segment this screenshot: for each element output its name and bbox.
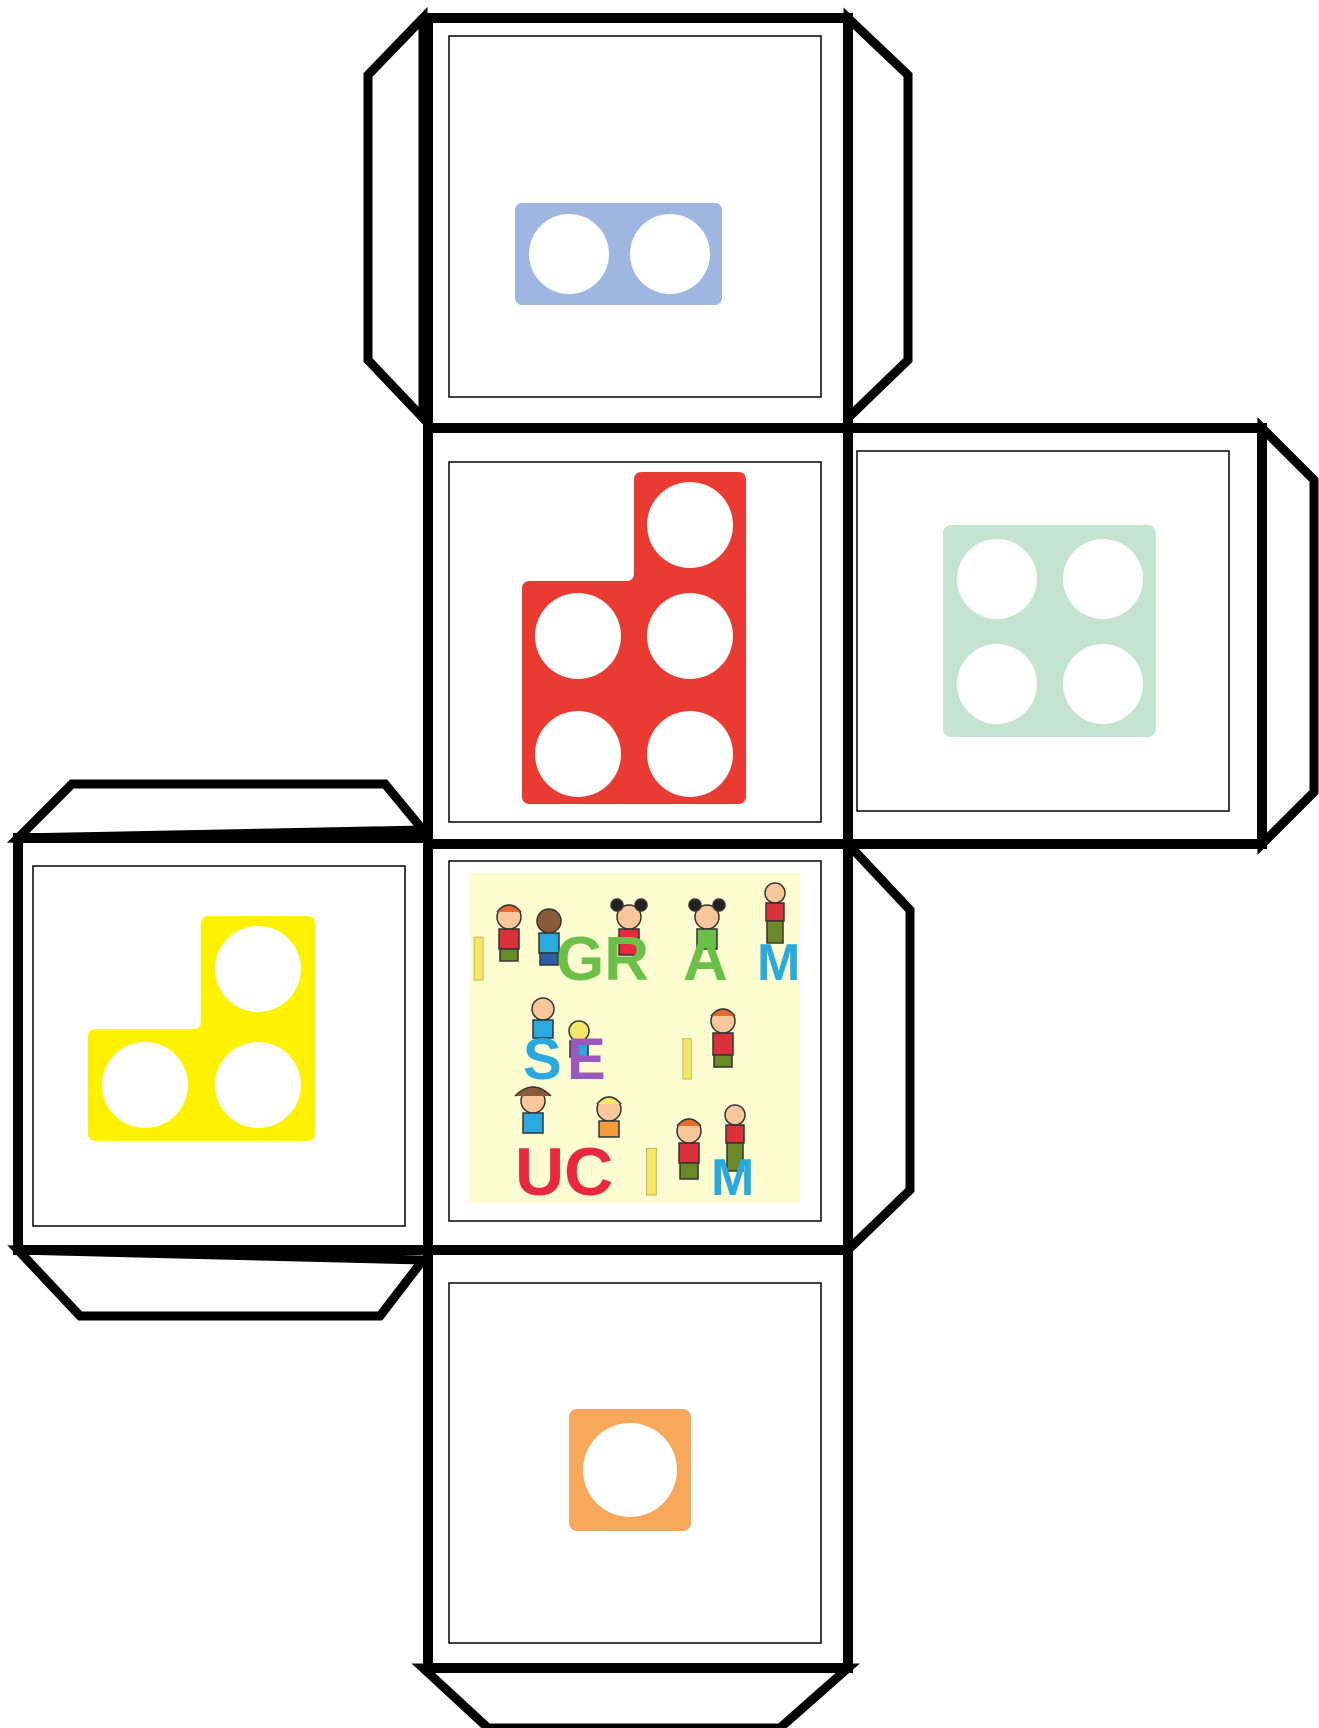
kid-figure (677, 1119, 701, 1179)
hole (583, 1423, 677, 1517)
hole (1063, 539, 1143, 619)
hole (647, 593, 733, 679)
hole (215, 926, 301, 1012)
logo-letter: I (642, 1134, 661, 1210)
hole (535, 711, 621, 797)
numicon-one (569, 1409, 691, 1531)
logo-letter: M (711, 1149, 754, 1207)
logo-letter: M (757, 934, 800, 992)
glue-tab-left-bottom (18, 1250, 423, 1316)
logo-letter: A (683, 925, 728, 994)
glue-tab-top-right (848, 18, 908, 418)
logo-letter: I (679, 1027, 695, 1092)
kid-figure (597, 1097, 621, 1137)
hole (529, 214, 609, 294)
hole (647, 711, 733, 797)
hole (102, 1042, 188, 1128)
glue-tab-left-top (18, 784, 423, 838)
kid-figure (711, 1009, 735, 1067)
hole (647, 482, 733, 568)
logo-letter: UC (515, 1134, 613, 1210)
hole (957, 644, 1037, 724)
logo-letter: GR (556, 925, 649, 994)
igram-logo: I GR A M S E I UC I M (470, 873, 800, 1210)
numicon-four (943, 525, 1156, 737)
hole (215, 1042, 301, 1128)
hole (1063, 644, 1143, 724)
logo-letter: S (523, 1027, 562, 1092)
hole (535, 593, 621, 679)
logo-letter: I (470, 925, 487, 994)
hole (957, 539, 1037, 619)
hole (630, 214, 710, 294)
logo-letter: E (567, 1027, 606, 1092)
glue-tab-right (1262, 428, 1314, 844)
glue-tab-top-left (368, 18, 423, 418)
kid-figure (497, 905, 521, 961)
glue-tab-center-right (848, 844, 910, 1250)
glue-tab-bottom (423, 1668, 848, 1728)
numicon-two (515, 203, 722, 305)
